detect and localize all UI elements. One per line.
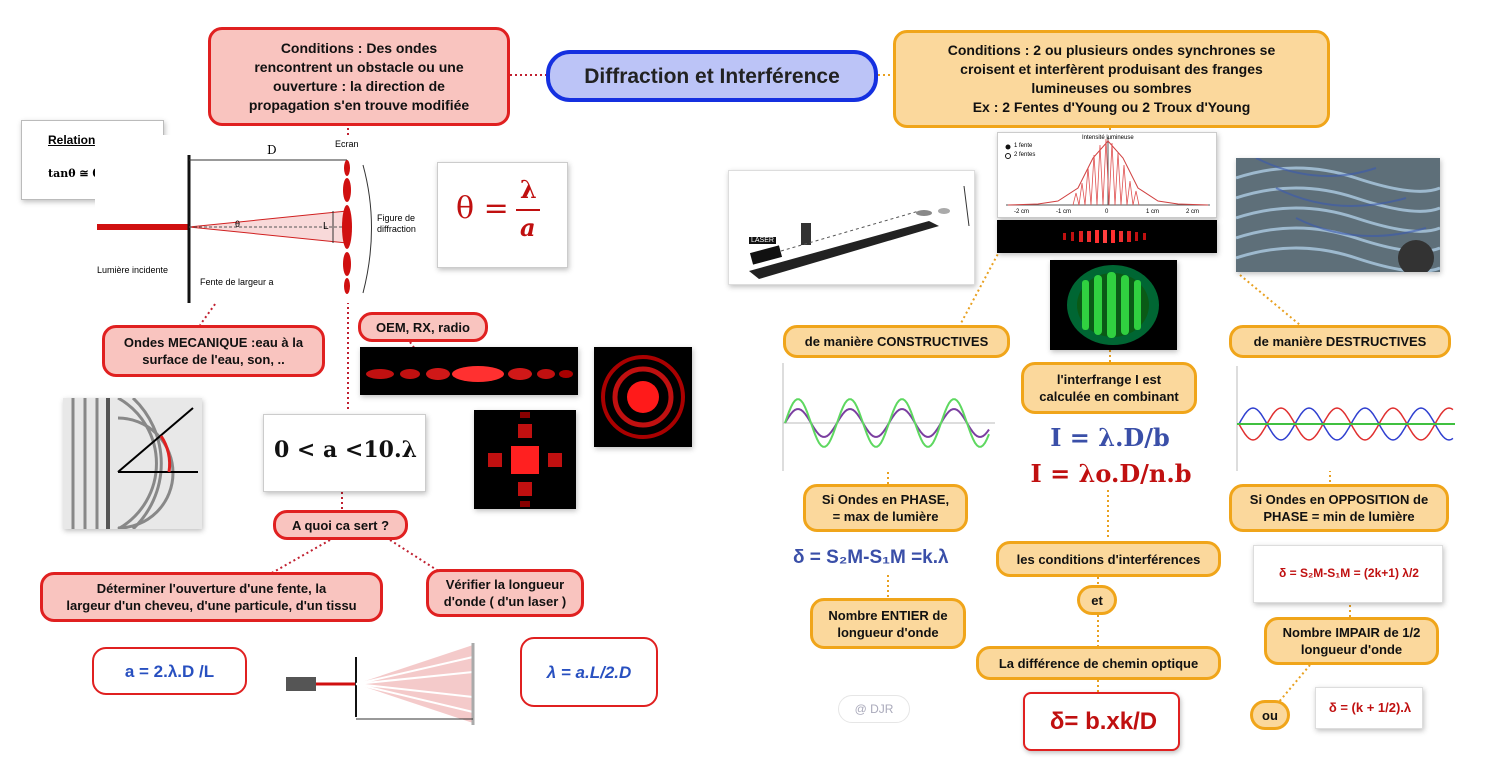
legend-1-fente: 1 fente: [1014, 143, 1033, 149]
verifier-node: Vérifier la longueur d'onde ( d'un laser…: [426, 569, 584, 617]
intensity-title: Intensité lumineuse: [1082, 135, 1134, 141]
diagram-D-label: D: [267, 143, 277, 157]
axis-tick: 2 cm: [1186, 209, 1200, 215]
destructive-wave-graph: [1229, 366, 1459, 471]
mecanique-node: Ondes MECANIQUE :eau à la surface de l'e…: [102, 325, 325, 377]
watermark: @ DJR: [838, 695, 910, 723]
square-diffraction-image: [474, 410, 576, 509]
difference-node: La différence de chemin optique: [976, 646, 1221, 680]
formula-lambda-box: λ = a.L/2.D: [520, 637, 658, 707]
diagram-theta-label: θ: [235, 219, 241, 229]
theta-formula-num: λ: [520, 175, 537, 204]
delta-alt-formula: δ = (k + 1/2).λ: [1328, 700, 1412, 715]
diagram-lumiere-label: Lumière incidente: [97, 265, 169, 275]
diffraction-diagram: D Ecran L θ Figure de diffraction Lumièr…: [95, 135, 428, 303]
axis-tick: 0: [1105, 209, 1109, 215]
right-conditions-node: Conditions : 2 ou plusieurs ondes synchr…: [893, 30, 1330, 128]
legend-2-fentes: 2 fentes: [1014, 152, 1036, 158]
opposition-node: Si Ondes en OPPOSITION de PHASE = min de…: [1229, 484, 1449, 532]
diagram-L-label: L: [323, 221, 329, 232]
range-formula-box: 0 < a <10.λ: [263, 414, 426, 492]
ou-node: ou: [1250, 700, 1290, 730]
main-title: Diffraction et Interférence: [546, 50, 878, 102]
oem-node: OEM, RX, radio: [358, 312, 488, 342]
intensity-chart: Intensité lumineuse 1 fente 2 fentes -2 …: [997, 132, 1217, 218]
formula-I2: I = λo.D/n.b: [1030, 459, 1192, 488]
axis-tick: 1 cm: [1146, 209, 1160, 215]
diagram-fente-label: Fente de largeur a: [200, 277, 274, 287]
aquoi-node: A quoi ca sert ?: [273, 510, 408, 540]
entier-node: Nombre ENTIER de longueur d'onde: [810, 598, 966, 649]
water-interference-photo: [1236, 158, 1440, 272]
fringes-image: [360, 347, 578, 395]
delta-destructive-formula: δ = S₂M-S₁M = (2k+1) λ/2: [1279, 566, 1419, 580]
conditions-interf-node: les conditions d'interférences: [996, 541, 1221, 577]
impair-node: Nombre IMPAIR de 1/2 longueur d'onde: [1264, 617, 1439, 665]
theta-formula-lhs: θ =: [456, 191, 509, 226]
phase-node: Si Ondes en PHASE, = max de lumière: [803, 484, 968, 532]
water-wave-diagram: [63, 398, 202, 529]
delta-destructive-box: δ = S₂M-S₁M = (2k+1) λ/2: [1253, 545, 1443, 603]
interfrange-node: l'interfrange I est calculée en combinan…: [1021, 362, 1197, 414]
axis-tick: -2 cm: [1014, 209, 1029, 215]
fraction-bar: [516, 209, 540, 211]
delta-constructive-formula: δ = S₂M-S₁M =k.λ: [793, 547, 949, 568]
left-conditions-node: Conditions : Des ondes rencontrent un ob…: [208, 27, 510, 126]
constructives-node: de manière CONSTRUCTIVES: [783, 325, 1010, 358]
destructives-node: de manière DESTRUCTIVES: [1229, 325, 1451, 358]
laser-label: LASER: [749, 237, 776, 244]
laser-setup-image: LASER: [728, 170, 975, 285]
diagram-ecran-label: Ecran: [335, 139, 359, 149]
delta-b-formula: δ= b.xk/D: [1049, 708, 1158, 735]
delta-b-box: δ= b.xk/D: [1023, 692, 1180, 751]
determiner-node: Déterminer l'ouverture d'une fente, la l…: [40, 572, 383, 622]
green-interference-image: [1050, 260, 1177, 350]
diagram-figure-label: Figure de diffraction: [377, 213, 416, 234]
fringe-strip-image: [997, 220, 1217, 253]
theta-formula-den: a: [520, 213, 536, 242]
circular-diffraction-image: [594, 347, 692, 447]
setup-diagram: [268, 637, 490, 730]
formula-a-box: a = 2.λ.D /L: [92, 647, 247, 695]
axis-tick: -1 cm: [1056, 209, 1071, 215]
theta-formula-box: θ = λ a: [437, 162, 568, 268]
et-node: et: [1077, 585, 1117, 615]
formula-I1: I = λ.D/b: [1050, 423, 1170, 452]
delta-alt-box: δ = (k + 1/2).λ: [1315, 687, 1423, 729]
constructive-wave-graph: [775, 363, 1000, 471]
range-formula: 0 < a <10.λ: [273, 437, 418, 463]
